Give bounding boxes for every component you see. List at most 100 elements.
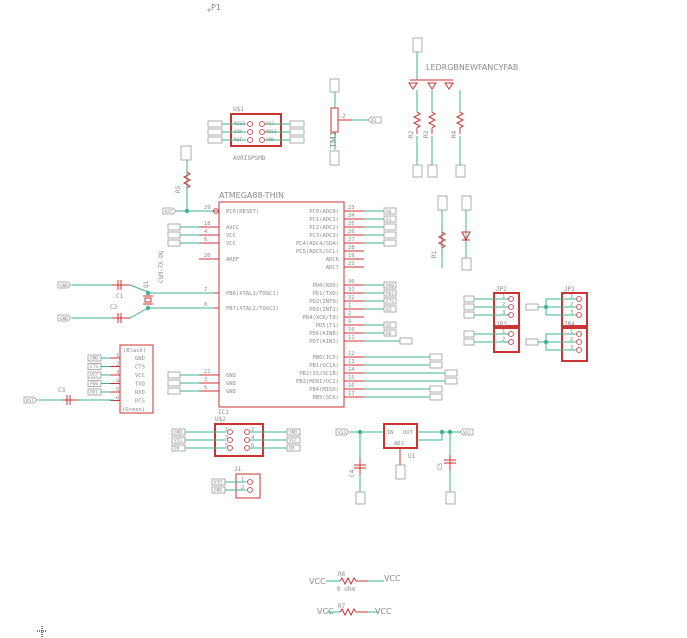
net-tag	[383, 207, 397, 215]
pin-number: 18	[204, 221, 211, 227]
pin-number: 1	[241, 477, 244, 483]
mcu-atmega88[interactable]: ATMEGA88-THIN 29PC6(RESET)18AVCC4VCC6VCC…	[167, 191, 458, 408]
resistor-r6[interactable]: VCC VCC R6 0 ohm	[309, 571, 401, 593]
isp-header-u1[interactable]: U$1 AVRISPSMD MISOVCCSCKMOSIRSTGND	[207, 106, 305, 162]
c1-label: C1	[116, 293, 124, 300]
isp-pin-miso[interactable]: MISO	[207, 120, 253, 128]
jumper-label: JP3	[496, 321, 507, 328]
pin-number: 7	[204, 287, 207, 293]
resistor-r4[interactable]: R4	[451, 90, 466, 178]
pin-name: PB2(SS/OC1B)	[299, 371, 339, 377]
reg-out: OUT	[403, 430, 414, 436]
led1-circuit[interactable]: R1	[431, 195, 472, 271]
isp-pin-rst[interactable]: RST	[207, 136, 253, 144]
jumper-label: JP4	[564, 321, 575, 328]
pin-name: RXD	[135, 390, 145, 396]
resistor-r5[interactable]	[182, 171, 192, 189]
gnd-label-1: GND	[60, 283, 68, 289]
voltage-regulator[interactable]: IN OUT ADJ U1 V33 C4 VCC C5	[335, 423, 474, 505]
isp-pin-label: RST	[234, 137, 242, 143]
pin-number: 9	[348, 319, 351, 325]
resistor-r7[interactable]: VCC VCC R7	[317, 603, 392, 617]
crystal-circuit[interactable]: GND GND C1 C2 Q1 CSM-7X-DU	[57, 250, 214, 323]
pin-name: ADC6	[326, 257, 339, 263]
pin-number: 4	[204, 229, 208, 235]
net-tag-label: A0	[386, 209, 392, 215]
isp-pin-vcc[interactable]: VCC	[259, 120, 305, 128]
isp-pin-gnd[interactable]: GND	[259, 136, 305, 144]
net-tag-label: PD1	[386, 291, 394, 297]
pin-number: 5	[116, 387, 119, 393]
net-tag	[167, 239, 181, 247]
pin-name: AVCC	[226, 225, 239, 231]
resistor-r3[interactable]: R3	[423, 90, 438, 178]
isp-pin-mosi[interactable]: MOSI	[259, 128, 305, 136]
potentiometer-tm1[interactable]: A1 2 TM1	[329, 78, 382, 166]
isp-pin-sck[interactable]: SCK	[207, 128, 253, 136]
pot-name: TM1	[329, 131, 338, 149]
net-tag	[383, 215, 397, 223]
reg-adj: ADJ	[394, 441, 404, 447]
net-tag	[167, 223, 181, 231]
frame-label: P1	[211, 3, 221, 12]
mcu-body	[218, 201, 345, 408]
net-tag	[167, 371, 181, 379]
resistor-r2[interactable]: R2	[408, 90, 423, 178]
c3-label: C3	[58, 387, 66, 394]
r6-left: VCC	[309, 577, 326, 586]
